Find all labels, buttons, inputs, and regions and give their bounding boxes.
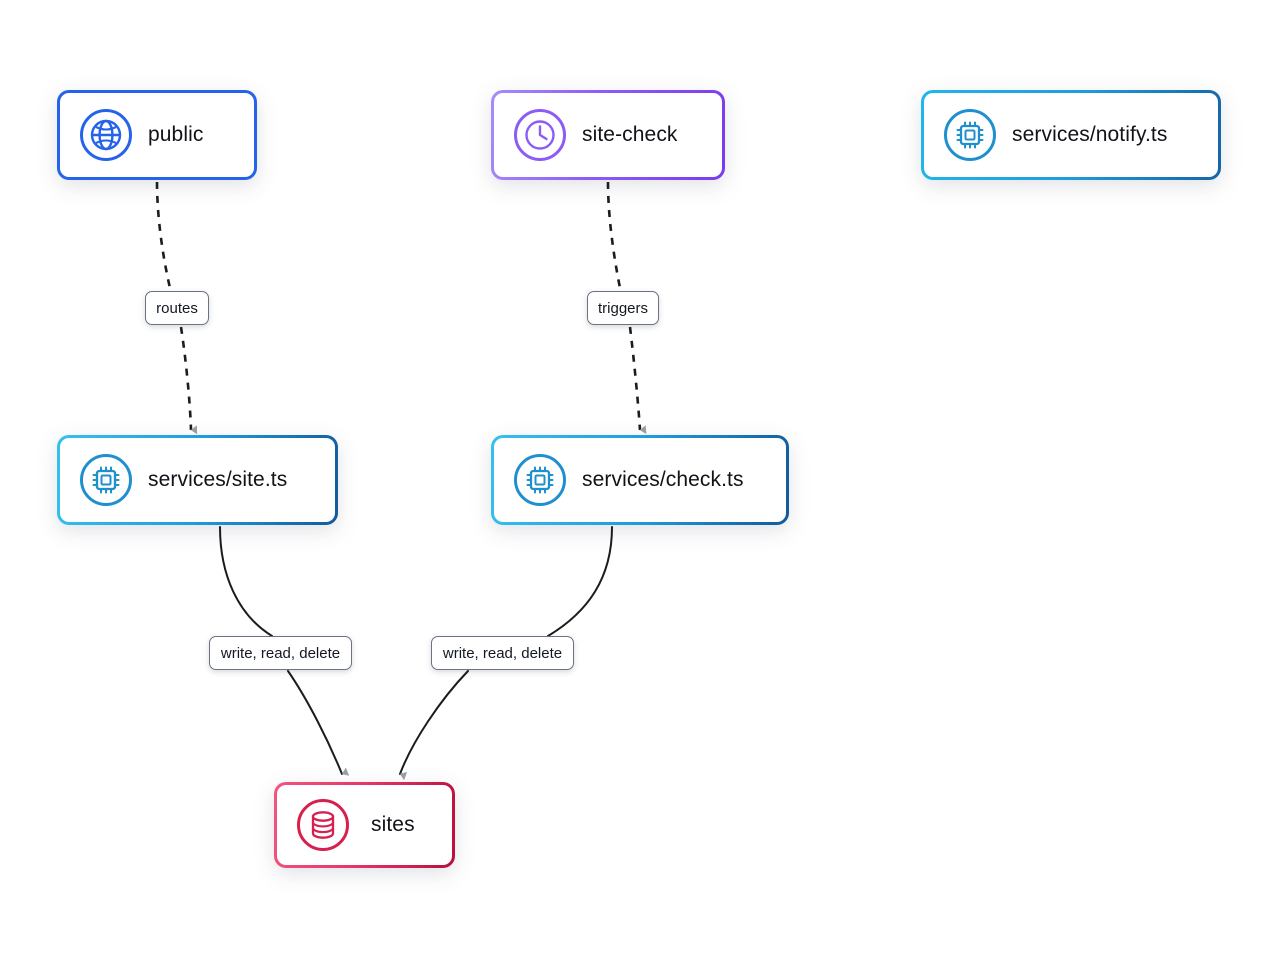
node-label: services/check.ts: [582, 468, 744, 491]
database-icon: [295, 797, 351, 853]
chip-icon: [512, 452, 568, 508]
chip-icon: [942, 107, 998, 163]
node-label: services/notify.ts: [1012, 123, 1168, 146]
node-sites[interactable]: sites: [274, 782, 455, 868]
node-label: sites: [371, 813, 415, 836]
node-public[interactable]: public: [57, 90, 257, 180]
globe-icon: [78, 107, 134, 163]
node-services-notify[interactable]: services/notify.ts: [921, 90, 1221, 180]
node-site-check[interactable]: site-check: [491, 90, 725, 180]
edge-label-triggers[interactable]: triggers: [587, 291, 659, 325]
edge-label-site-to-sites[interactable]: write, read, delete: [209, 636, 352, 670]
edge-label-check-to-sites[interactable]: write, read, delete: [431, 636, 574, 670]
node-label: public: [148, 123, 204, 146]
edge-label-routes[interactable]: routes: [145, 291, 209, 325]
node-label: services/site.ts: [148, 468, 288, 491]
node-services-check[interactable]: services/check.ts: [491, 435, 789, 525]
node-services-site[interactable]: services/site.ts: [57, 435, 338, 525]
clock-icon: [512, 107, 568, 163]
node-label: site-check: [582, 123, 678, 146]
chip-icon: [78, 452, 134, 508]
